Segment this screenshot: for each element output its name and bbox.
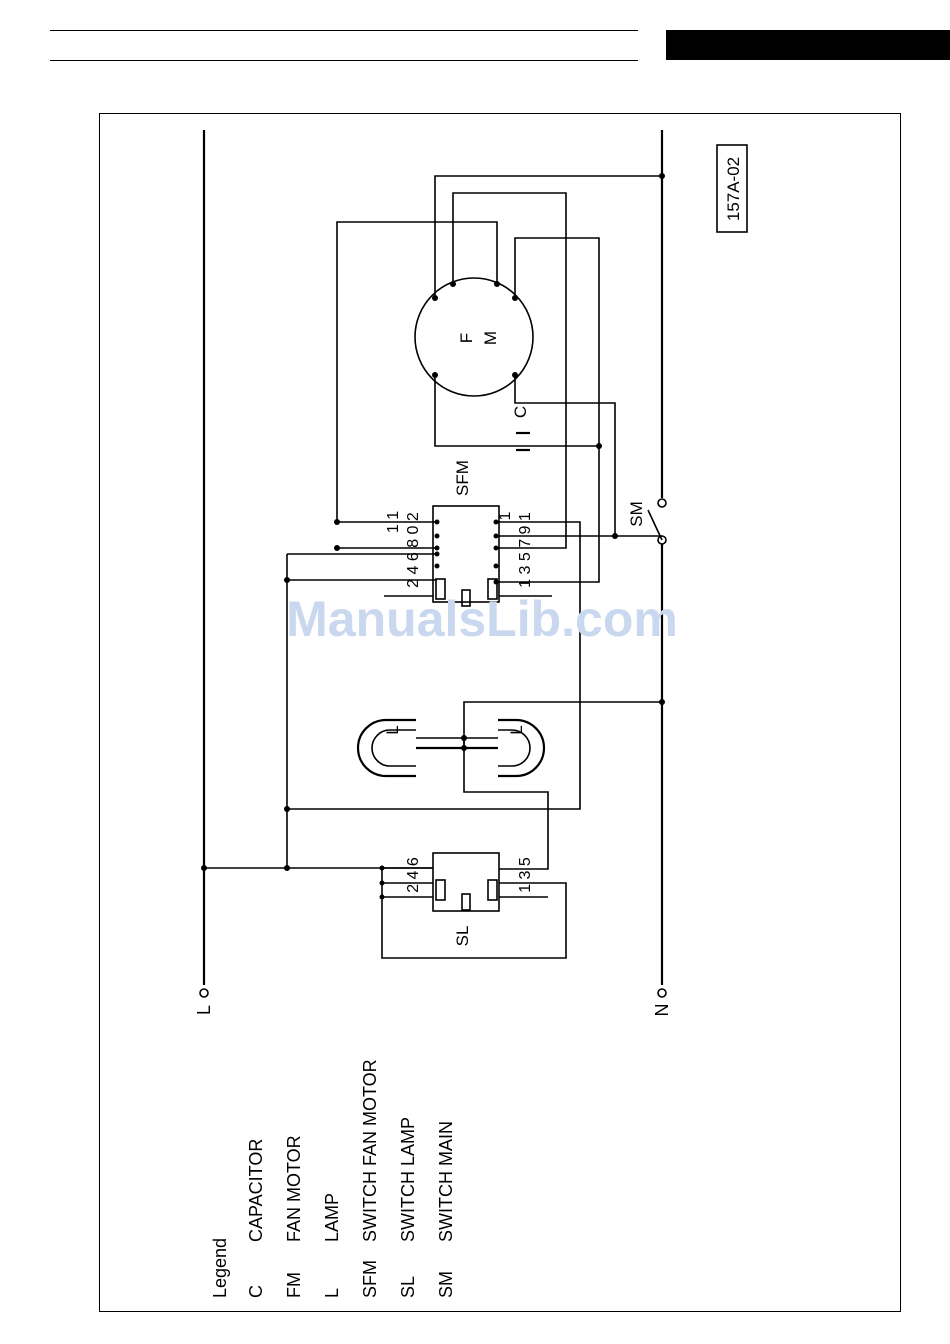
- legend-code-sfm: SFM: [360, 1260, 380, 1298]
- sl-label: SL: [453, 926, 472, 947]
- main-switch: [648, 499, 666, 544]
- capacitor-label: C: [511, 406, 530, 418]
- legend-title: Legend: [210, 1238, 230, 1298]
- sfm-top-row-numbers: 2 4 6 8 0 2: [405, 512, 422, 588]
- fan-motor-label-f: F: [457, 333, 476, 343]
- diagram-id-text: 157A-02: [724, 157, 743, 221]
- sfm-label: SFM: [453, 460, 472, 496]
- motor-wiring: [287, 176, 662, 582]
- sfm-bottom-row-numbers: 1 3 5 7 9 1: [517, 512, 534, 588]
- lamp-left-label: L: [383, 725, 402, 734]
- neutral-terminal-label: N: [652, 1004, 672, 1017]
- legend-desc-fm: FAN MOTOR: [284, 1135, 304, 1242]
- sfm-top-row-prefix: 1 1: [385, 511, 402, 533]
- neutral-rail: [658, 130, 666, 997]
- legend-code-sm: SM: [436, 1271, 456, 1298]
- diagram-id: 157A-02: [717, 145, 747, 232]
- fan-motor-label-m: M: [481, 331, 500, 345]
- legend: Legend C CAPACITOR FM FAN MOTOR L LAMP S…: [210, 1059, 456, 1298]
- legend-desc-sl: SWITCH LAMP: [398, 1117, 418, 1242]
- sm-label: SM: [627, 501, 646, 527]
- legend-desc-sfm: SWITCH FAN MOTOR: [360, 1059, 380, 1242]
- legend-desc-sm: SWITCH MAIN: [436, 1121, 456, 1242]
- line-terminal-label: L: [194, 1005, 214, 1015]
- sfm-bottom-row-prefix: 1: [497, 511, 514, 520]
- legend-code-fm: FM: [284, 1272, 304, 1298]
- sl-bottom-row-numbers: 1 3 5: [517, 857, 534, 893]
- legend-code-c: C: [246, 1285, 266, 1298]
- sl-top-row-numbers: 2 4 6: [405, 857, 422, 893]
- capacitor: [516, 433, 530, 450]
- legend-desc-c: CAPACITOR: [246, 1139, 266, 1242]
- watermark: ManualsLib.com: [286, 591, 678, 647]
- legend-desc-l: LAMP: [322, 1193, 342, 1242]
- lamp-right-label: L: [507, 725, 526, 734]
- legend-code-sl: SL: [398, 1276, 418, 1298]
- legend-code-l: L: [322, 1288, 342, 1298]
